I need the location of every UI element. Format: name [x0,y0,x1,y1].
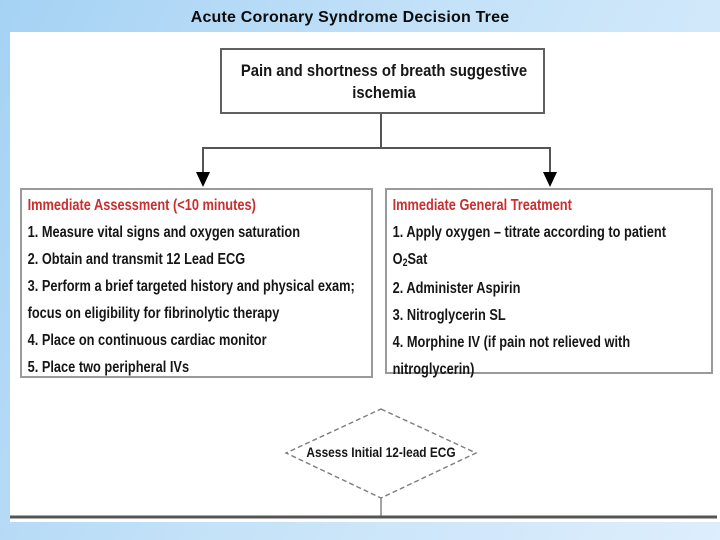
treatment-step-continuation: nitroglycerin) [392,361,475,378]
treatment-step: 4. Morphine IV (if pain not relieved wit… [392,334,631,351]
assessment-step: 1. Measure vital signs and oxygen satura… [27,224,301,241]
flow-box-immediate-assessment: Immediate Assessment (<10 minutes) 1. Me… [20,188,373,378]
slide-title: Acute Coronary Syndrome Decision Tree [190,9,510,26]
o2sat-pre: O [392,251,403,268]
arrowhead-right [543,172,557,187]
flow-box-general-treatment: Immediate General Treatment 1. Apply oxy… [385,188,713,378]
assessment-step: 5. Place two peripheral IVs [27,359,190,376]
treatment-step-continuation: O2Sat [393,246,719,275]
treatment-step: 2. Administer Aspirin [392,280,521,297]
flow-box-symptoms: Pain and shortness of breath suggestive … [220,48,545,114]
assessment-step: 2. Obtain and transmit 12 Lead ECG [27,251,246,268]
treatment-step: 1. Apply oxygen – titrate according to p… [392,224,666,241]
o2sat-post: Sat [407,251,428,268]
treatment-header: Immediate General Treatment [392,197,572,214]
assessment-step: 3. Perform a brief targeted history and … [27,278,355,295]
assessment-step-continuation: focus on eligibility for fibrinolytic th… [27,305,280,322]
o2sat-subscript: 2 [402,257,408,269]
assessment-header: Immediate Assessment (<10 minutes) [27,197,256,214]
arrowhead-left [196,172,210,187]
treatment-step: 3. Nitroglycerin SL [392,307,506,324]
assessment-step: 4. Place on continuous cardiac monitor [27,332,267,349]
flow-box-symptoms-text: Pain and shortness of breath suggestive … [240,62,528,102]
decision-diamond-label: Assess Initial 12-lead ECG [306,445,456,460]
